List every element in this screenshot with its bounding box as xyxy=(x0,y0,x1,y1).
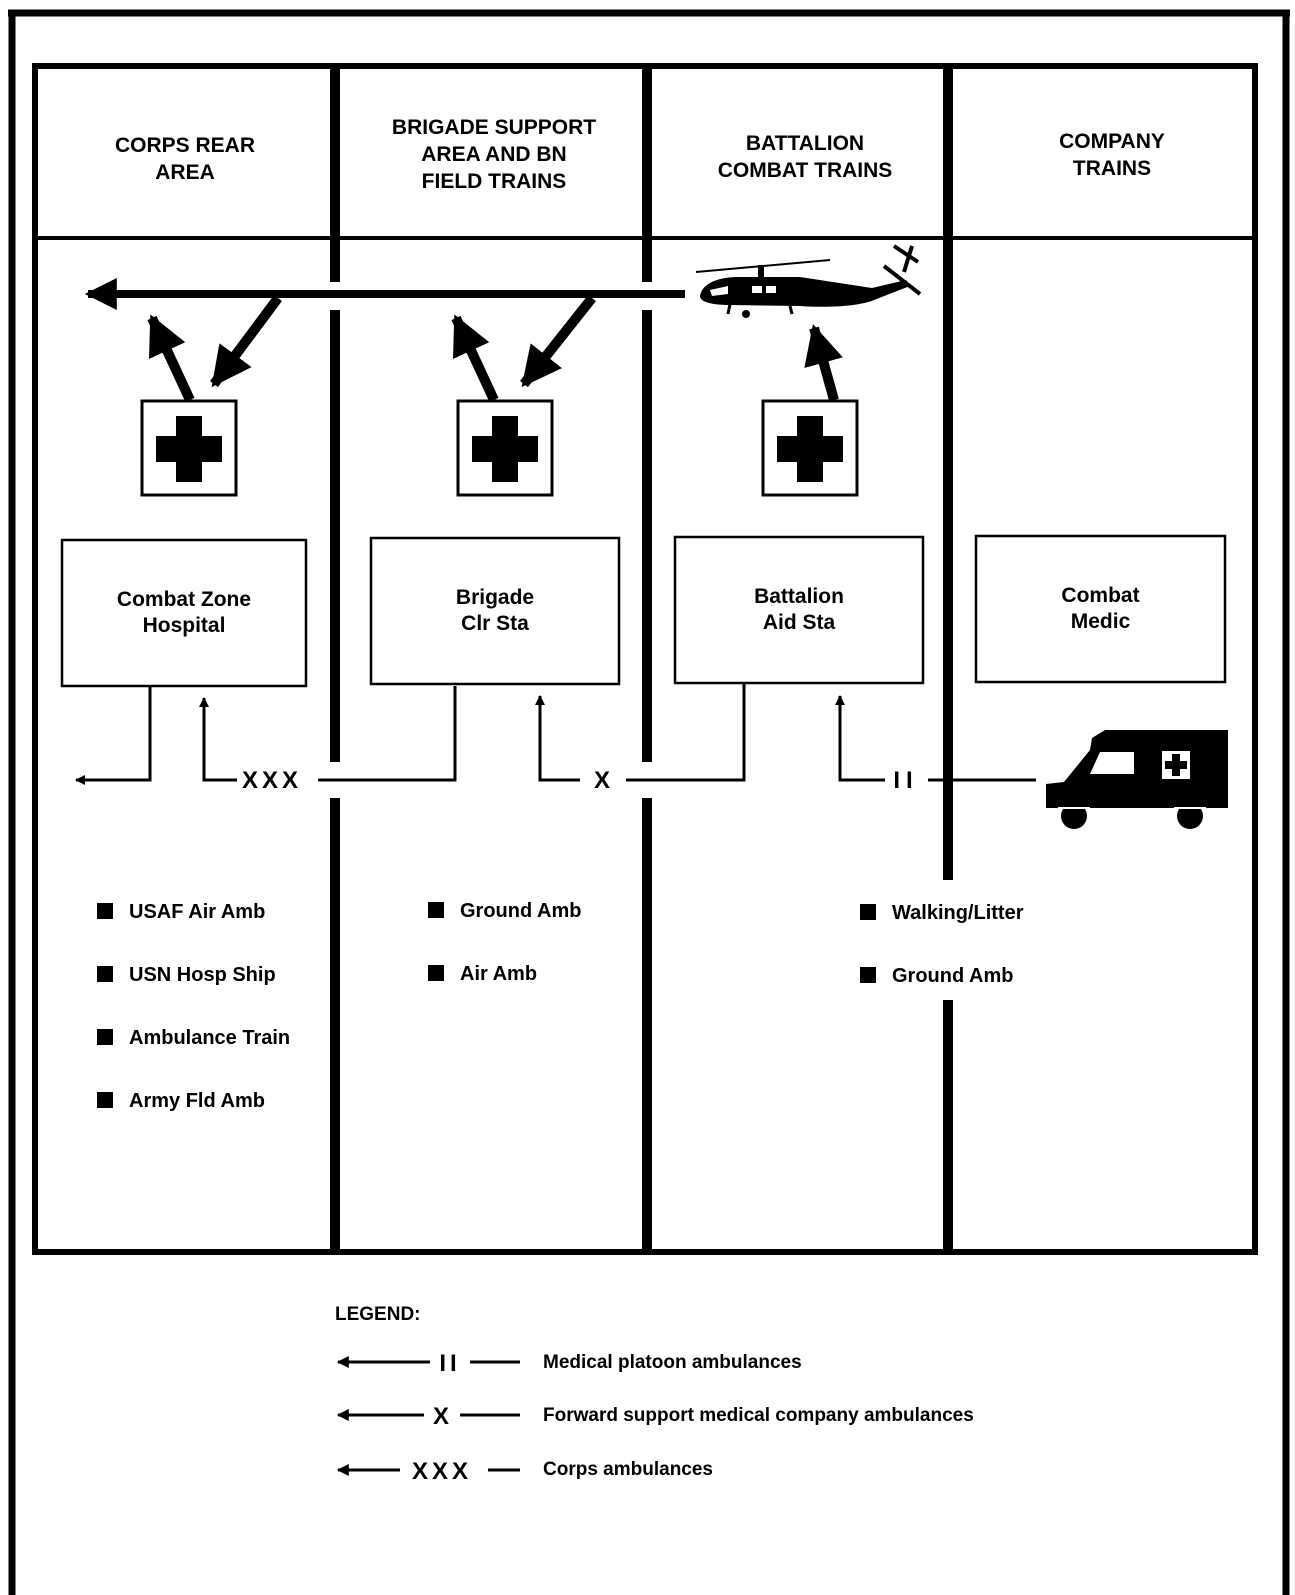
facility-label: Combat xyxy=(1061,584,1139,607)
air-arrow-down-2 xyxy=(520,294,596,388)
evac-mode-item: Ground Amb xyxy=(428,900,581,922)
route-code-corps: XXX xyxy=(242,767,302,794)
bullet-icon xyxy=(428,965,444,981)
facility-label: Clr Sta xyxy=(461,612,529,635)
evac-mode-label: Army Fld Amb xyxy=(129,1090,265,1112)
facility-label: Medic xyxy=(1071,610,1131,633)
air-evac-route xyxy=(84,278,843,403)
legend-symbol: XXX xyxy=(412,1458,472,1485)
red-cross-icon xyxy=(140,399,238,497)
zone-header-line: CORPS REAR xyxy=(115,134,255,157)
evac-mode-item: Ground Amb xyxy=(860,965,1013,987)
facility-label: Combat Zone xyxy=(117,588,251,611)
evac-mode-label: Air Amb xyxy=(460,963,537,985)
evac-mode-label: USN Hosp Ship xyxy=(129,964,276,986)
legend-item: X Forward support medical company ambula… xyxy=(336,1403,974,1430)
zone-header-line: COMPANY xyxy=(1059,130,1165,153)
legend-item: XXX Corps ambulances xyxy=(336,1458,713,1485)
zone-header-line: BRIGADE SUPPORT xyxy=(392,116,596,139)
evac-mode-item: USN Hosp Ship xyxy=(97,964,276,986)
evac-mode-label: USAF Air Amb xyxy=(129,901,265,923)
legend-title: LEGEND: xyxy=(335,1304,421,1325)
bullet-icon xyxy=(860,967,876,983)
air-arrow-down-1 xyxy=(209,295,283,388)
evac-mode-label: Ambulance Train xyxy=(129,1027,290,1049)
facility-label: Aid Sta xyxy=(763,611,836,634)
bullet-icon xyxy=(428,902,444,918)
facility-label: Battalion xyxy=(754,585,844,608)
ground-arrow-in-3 xyxy=(835,695,885,782)
route-code-battalion: II xyxy=(893,767,918,794)
ground-line-2 xyxy=(318,686,457,782)
evac-mode-label: Ground Amb xyxy=(460,900,581,922)
legend-label: Corps ambulances xyxy=(543,1459,713,1480)
route-code-brigade: X xyxy=(594,767,610,794)
legend-item: II Medical platoon ambulances xyxy=(336,1350,802,1377)
route-codes: XXX X II xyxy=(242,767,918,794)
bullet-icon xyxy=(97,966,113,982)
air-arrow-up-3 xyxy=(804,324,843,402)
evac-mode-item: Army Fld Amb xyxy=(97,1090,265,1112)
ground-evac-route xyxy=(75,684,1036,785)
evac-mode-item: Ambulance Train xyxy=(97,1027,290,1049)
bullet-icon xyxy=(97,903,113,919)
legend-symbol: X xyxy=(433,1403,449,1430)
evac-mode-label: Ground Amb xyxy=(892,965,1013,987)
zone-header-line: FIELD TRAINS xyxy=(422,170,567,193)
zone-header-line: BATTALION xyxy=(746,132,864,155)
bullet-icon xyxy=(860,904,876,920)
red-cross-icon xyxy=(761,399,859,497)
red-cross-symbols xyxy=(140,399,859,497)
facility-label: Hospital xyxy=(143,614,226,637)
ground-arrow-in-2 xyxy=(535,695,580,782)
zone-header-line: TRAINS xyxy=(1073,157,1151,180)
evac-mode-item: USAF Air Amb xyxy=(97,901,265,923)
evac-mode-item: Air Amb xyxy=(428,963,537,985)
zone-header-line: AREA AND BN xyxy=(421,143,566,166)
air-arrow-up-2 xyxy=(451,314,499,403)
zone-dividers xyxy=(330,66,953,1252)
helicopter-icon xyxy=(695,244,922,318)
red-cross-icon xyxy=(456,399,554,497)
air-arrow-up-1 xyxy=(147,314,195,403)
ground-line-3 xyxy=(626,684,746,782)
ground-arrow-out-1 xyxy=(75,686,152,785)
facility-label: Brigade xyxy=(456,586,534,609)
zone-headers: CORPS REAR AREA BRIGADE SUPPORT AREA AND BN… xyxy=(115,116,1165,193)
bullet-icon xyxy=(97,1092,113,1108)
zone-header-line: AREA xyxy=(155,161,215,184)
ground-arrow-in-1 xyxy=(199,697,237,782)
zone-header-line: COMBAT TRAINS xyxy=(718,159,893,182)
bullet-icon xyxy=(97,1029,113,1045)
legend: LEGEND: II Medical platoon ambulances X … xyxy=(335,1304,974,1485)
evac-mode-label: Walking/Litter xyxy=(892,902,1024,924)
legend-label: Forward support medical company ambulanc… xyxy=(543,1405,974,1426)
ambulance-icon xyxy=(1046,730,1228,829)
legend-label: Medical platoon ambulances xyxy=(543,1352,802,1373)
page-frame xyxy=(8,9,1290,1595)
evac-mode-item: Walking/Litter xyxy=(860,902,1024,924)
legend-symbol: II xyxy=(439,1350,460,1377)
